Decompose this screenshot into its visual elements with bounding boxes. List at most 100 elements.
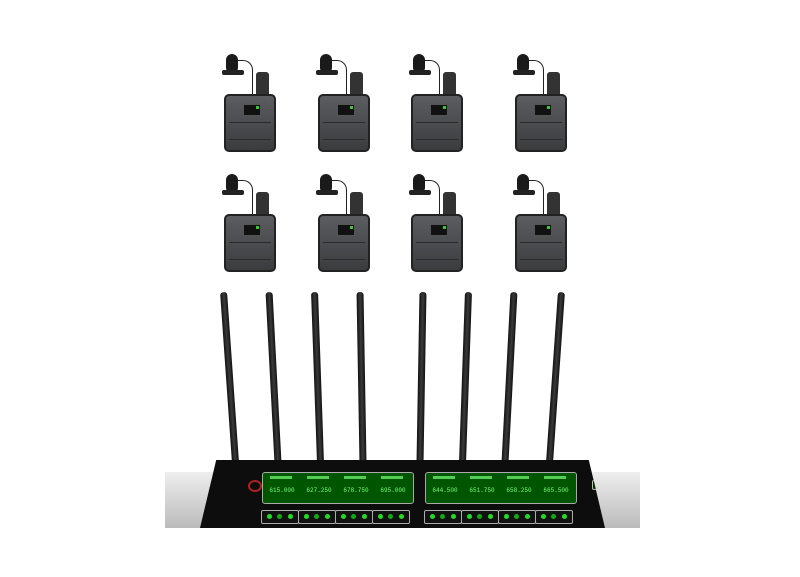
rf-meter [433, 476, 455, 479]
led-icon [325, 514, 330, 519]
channel-frequency: 665.500 [543, 487, 569, 494]
pack-body [318, 94, 370, 152]
antenna [220, 291, 239, 463]
pack-body [411, 214, 463, 272]
pack-display [243, 224, 261, 236]
channel-frequency: 678.750 [343, 487, 369, 494]
led-icon [488, 514, 493, 519]
mic-cable [232, 60, 253, 99]
mic-cable [326, 180, 347, 219]
pack-antenna [547, 72, 560, 96]
pack-band [416, 242, 458, 260]
led-icon [467, 514, 472, 519]
led-icon [551, 514, 556, 519]
channel-frequency: 644.500 [432, 487, 458, 494]
mic-clip [316, 190, 338, 195]
channel-frequency: 651.750 [469, 487, 495, 494]
pack-display [337, 104, 355, 116]
pack-display [430, 224, 448, 236]
channel-buttons[interactable] [335, 510, 373, 524]
rf-meter [470, 476, 492, 479]
antenna [459, 291, 472, 463]
lavalier-mic-icon [517, 174, 529, 192]
bodypack-transmitter [511, 52, 571, 157]
rf-meter [344, 476, 366, 479]
mic-cable [523, 60, 544, 99]
channel-buttons[interactable] [298, 510, 336, 524]
antenna [311, 291, 324, 463]
pack-body [515, 214, 567, 272]
lavalier-mic-icon [413, 174, 425, 192]
rf-meter [507, 476, 529, 479]
led-icon [267, 514, 272, 519]
channel-buttons[interactable] [424, 510, 462, 524]
led-icon [562, 514, 567, 519]
mic-clip [409, 70, 431, 75]
pack-display [534, 224, 552, 236]
lavalier-mic-icon [320, 174, 332, 192]
pack-antenna [443, 192, 456, 216]
rf-meter [544, 476, 566, 479]
bodypack-transmitter [220, 52, 280, 157]
led-icon [514, 514, 519, 519]
channel-frequency: 695.000 [380, 487, 406, 494]
antenna [546, 291, 565, 463]
mic-clip [513, 190, 535, 195]
led-icon [351, 514, 356, 519]
channel-frequency: 658.250 [506, 487, 532, 494]
channel-buttons[interactable] [372, 510, 410, 524]
pack-antenna [350, 192, 363, 216]
rf-meter [270, 476, 292, 479]
pack-display [337, 224, 355, 236]
antenna [356, 291, 367, 463]
mic-clip [222, 190, 244, 195]
mic-clip [222, 70, 244, 75]
pack-band [323, 242, 365, 260]
led-icon [378, 514, 383, 519]
lavalier-mic-icon [517, 54, 529, 72]
pack-antenna [547, 192, 560, 216]
led-icon [440, 514, 445, 519]
mic-clip [409, 190, 431, 195]
bodypack-transmitter [220, 172, 280, 277]
mic-cable [232, 180, 253, 219]
channel-frequency: 615.000 [269, 487, 295, 494]
mic-cable [419, 60, 440, 99]
channel-buttons[interactable] [461, 510, 499, 524]
antenna [265, 291, 282, 463]
channel-buttons[interactable] [498, 510, 536, 524]
pack-body [411, 94, 463, 152]
pack-antenna [443, 72, 456, 96]
lavalier-mic-icon [413, 54, 425, 72]
led-icon [288, 514, 293, 519]
pack-band [520, 242, 562, 260]
mic-cable [326, 60, 347, 99]
led-icon [314, 514, 319, 519]
channel-buttons[interactable] [535, 510, 573, 524]
led-icon [399, 514, 404, 519]
pack-band [229, 242, 271, 260]
pack-body [318, 214, 370, 272]
antenna [416, 291, 427, 463]
led-icon [430, 514, 435, 519]
led-icon [304, 514, 309, 519]
lavalier-mic-icon [226, 174, 238, 192]
bodypack-transmitter [314, 52, 374, 157]
lavalier-mic-icon [320, 54, 332, 72]
channel-buttons[interactable] [261, 510, 299, 524]
antenna [501, 291, 518, 463]
pack-antenna [350, 72, 363, 96]
led-icon [504, 514, 509, 519]
pack-antenna [256, 192, 269, 216]
pack-body [224, 94, 276, 152]
pack-display [430, 104, 448, 116]
rf-meter [307, 476, 329, 479]
led-icon [477, 514, 482, 519]
bodypack-transmitter [407, 172, 467, 277]
mic-clip [316, 70, 338, 75]
led-icon [341, 514, 346, 519]
bodypack-transmitter [407, 52, 467, 157]
bodypack-transmitter [511, 172, 571, 277]
